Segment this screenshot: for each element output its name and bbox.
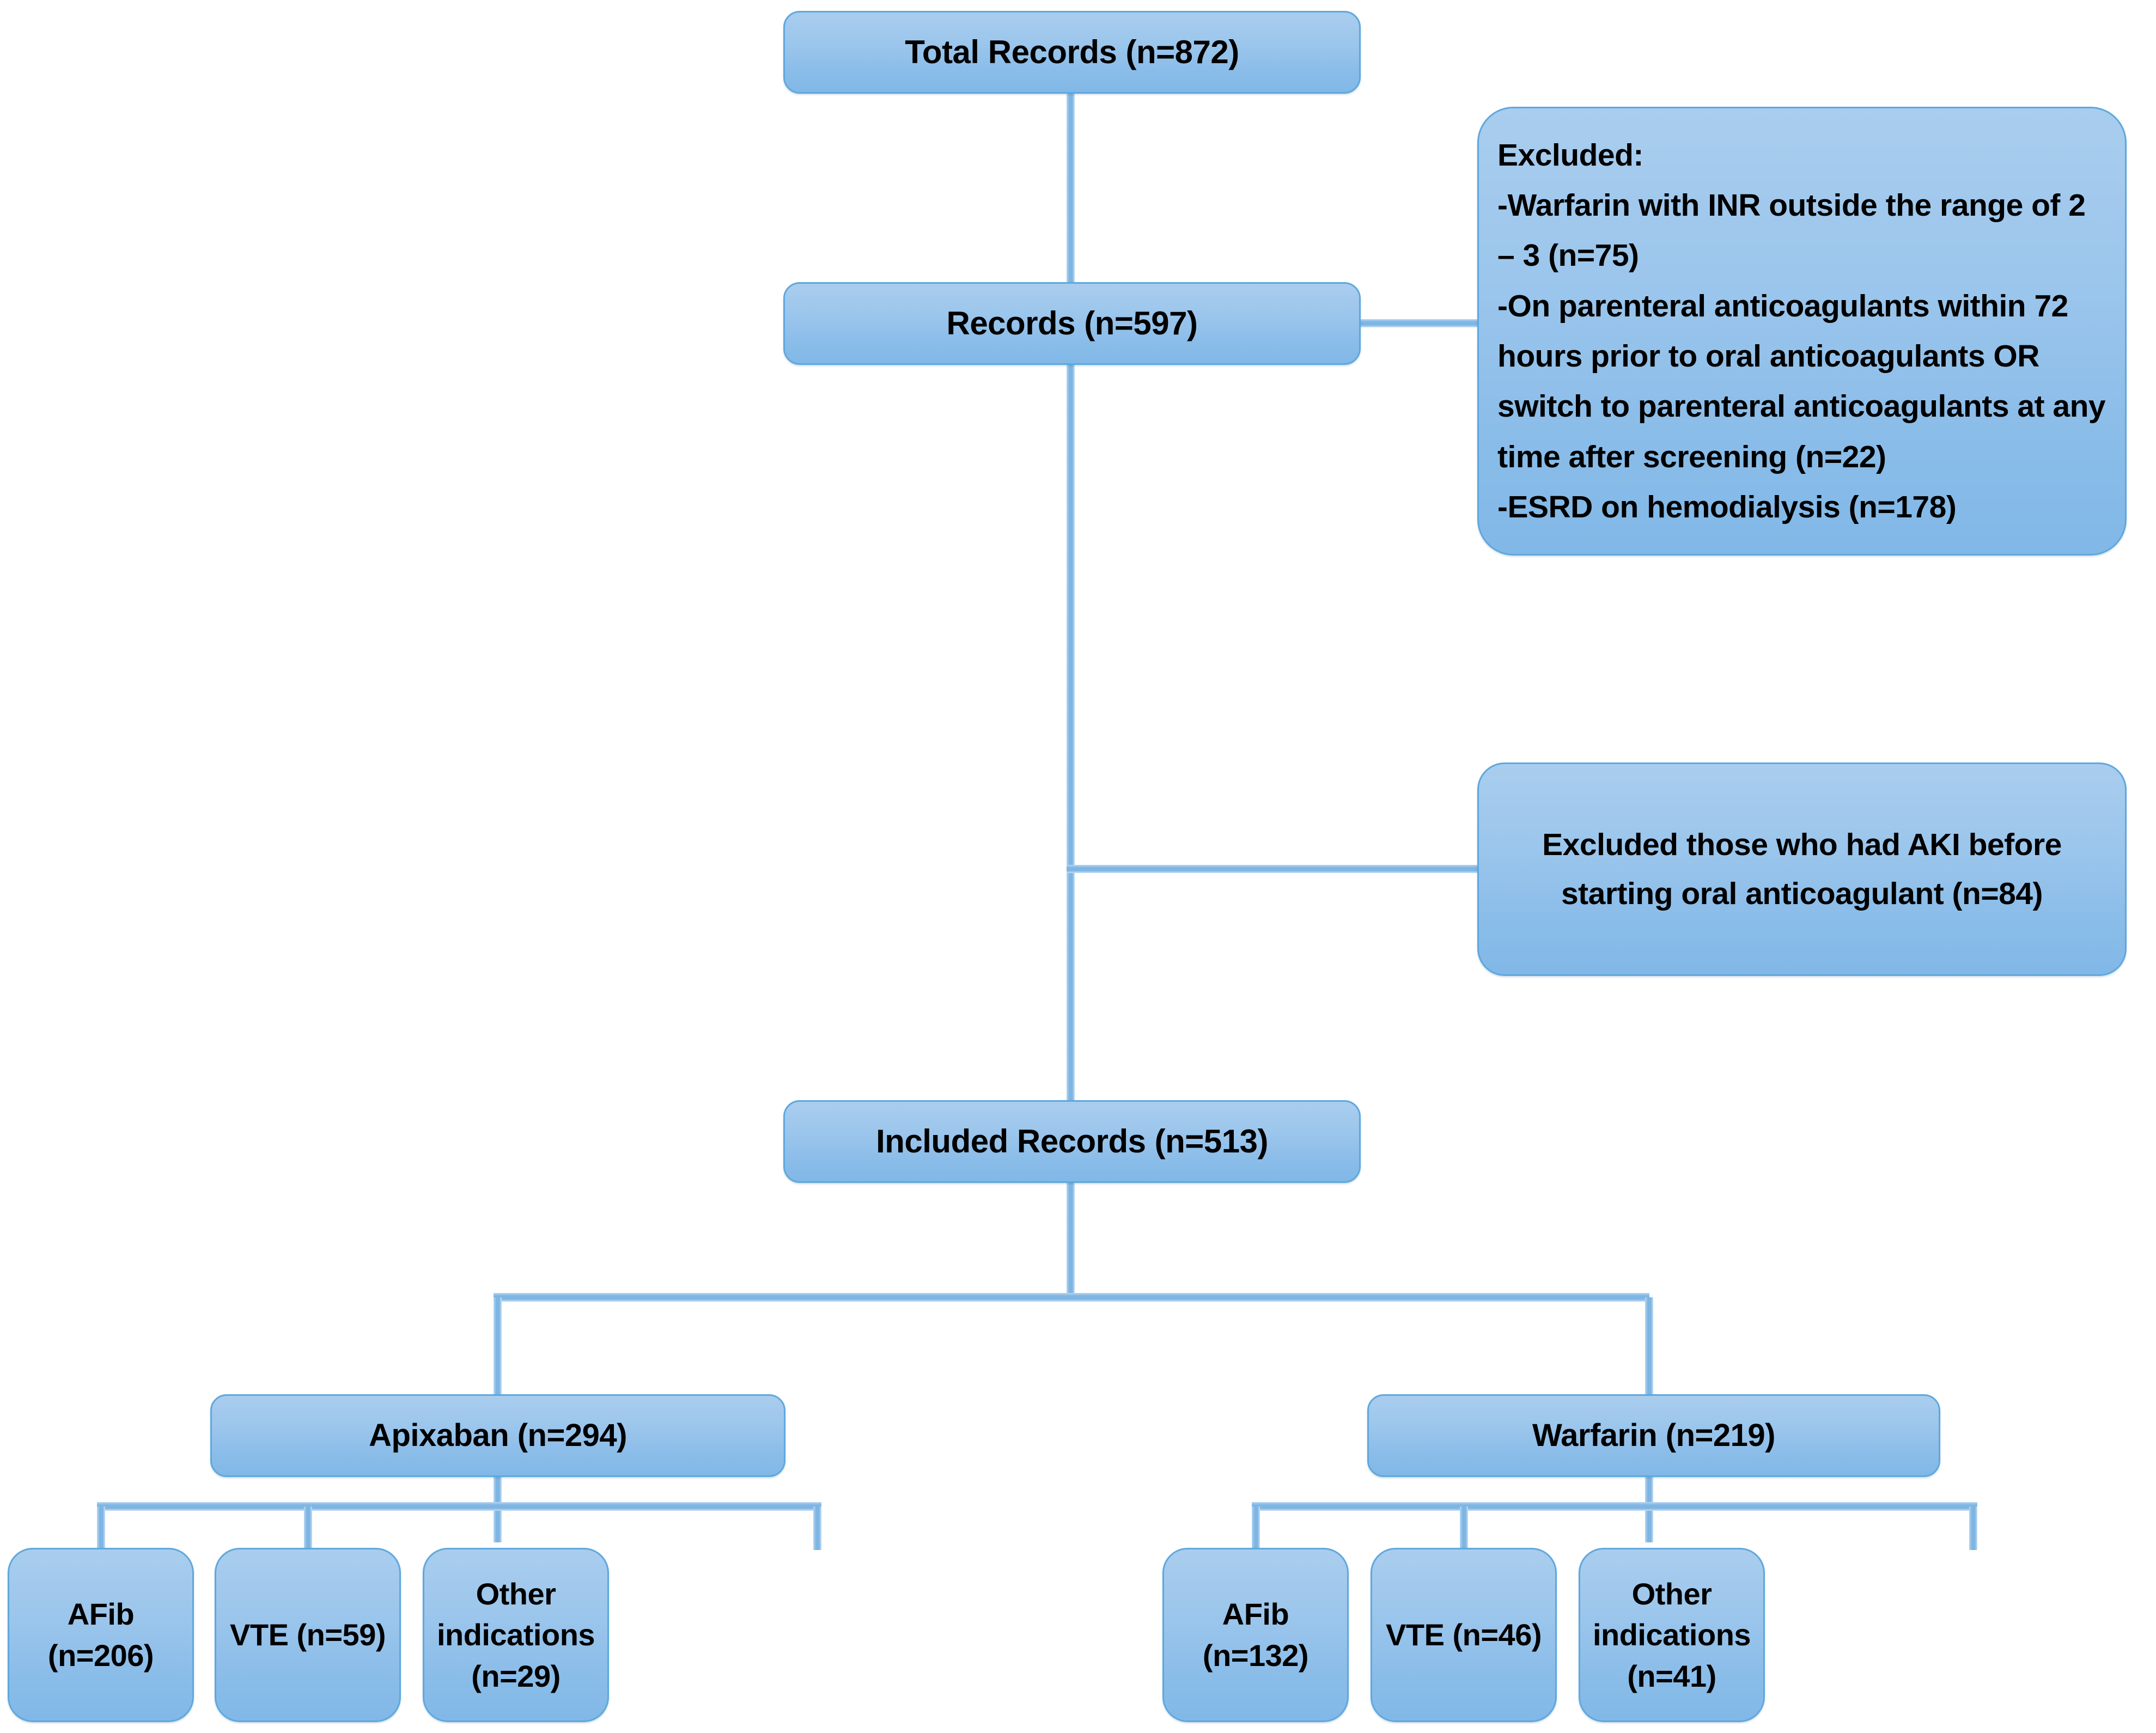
node-apixaban-vte-label: VTE (n=59) <box>230 1618 386 1652</box>
node-included-records-label: Included Records (n=513) <box>876 1123 1268 1160</box>
connector-warfarin-to-afib <box>1252 1506 1260 1550</box>
node-warfarin-afib[interactable]: AFib (n=132) <box>1162 1548 1349 1722</box>
node-apixaban-label: Apixaban (n=294) <box>369 1417 627 1453</box>
connector-apixaban-down <box>494 1477 502 1542</box>
node-apixaban[interactable]: Apixaban (n=294) <box>210 1394 785 1477</box>
node-warfarin-label: Warfarin (n=219) <box>1532 1417 1775 1453</box>
node-warfarin-other[interactable]: Other indications (n=41) <box>1579 1548 1765 1722</box>
node-warfarin-vte[interactable]: VTE (n=46) <box>1371 1548 1557 1722</box>
connector-warfarin-split-bar <box>1252 1502 1977 1511</box>
connector-warfarin-to-vte <box>1460 1506 1468 1550</box>
connector-apixaban-to-other <box>813 1506 821 1550</box>
node-total-records[interactable]: Total Records (n=872) <box>783 11 1361 94</box>
node-apixaban-other[interactable]: Other indications (n=29) <box>423 1548 609 1722</box>
node-apixaban-afib-label: AFib (n=206) <box>47 1597 154 1673</box>
connector-records-to-excluded <box>1361 319 1478 327</box>
connector-records-to-included <box>1067 365 1075 1101</box>
node-warfarin-afib-label: AFib (n=132) <box>1202 1597 1309 1673</box>
node-apixaban-vte[interactable]: VTE (n=59) <box>215 1548 401 1722</box>
connector-down-to-apixaban <box>494 1297 502 1396</box>
node-excluded-criteria[interactable]: Excluded: -Warfarin with INR outside the… <box>1477 107 2127 556</box>
connector-apixaban-to-afib <box>97 1506 105 1550</box>
connector-warfarin-to-other <box>1969 1506 1977 1550</box>
connector-arms-horizontal <box>494 1293 1649 1302</box>
node-excluded-aki-label: Excluded those who had AKI before starti… <box>1542 827 2062 911</box>
node-records[interactable]: Records (n=597) <box>783 282 1361 365</box>
node-warfarin[interactable]: Warfarin (n=219) <box>1367 1394 1940 1477</box>
connector-apixaban-split-bar <box>97 1502 821 1511</box>
node-included-records[interactable]: Included Records (n=513) <box>783 1100 1361 1183</box>
node-warfarin-other-label: Other indications (n=41) <box>1592 1576 1751 1693</box>
connector-spine-to-aki <box>1067 865 1479 873</box>
connector-included-down <box>1067 1183 1075 1297</box>
node-apixaban-other-label: Other indications (n=29) <box>436 1576 595 1693</box>
connector-total-to-records <box>1067 94 1075 283</box>
node-apixaban-afib[interactable]: AFib (n=206) <box>8 1548 194 1722</box>
connector-warfarin-down <box>1645 1477 1653 1542</box>
connector-down-to-warfarin <box>1645 1297 1653 1396</box>
node-records-label: Records (n=597) <box>946 305 1198 342</box>
node-total-records-label: Total Records (n=872) <box>905 34 1239 71</box>
node-warfarin-vte-label: VTE (n=46) <box>1386 1618 1542 1652</box>
connector-apixaban-to-vte <box>304 1506 312 1550</box>
node-excluded-aki[interactable]: Excluded those who had AKI before starti… <box>1477 762 2127 976</box>
node-excluded-criteria-label: Excluded: -Warfarin with INR outside the… <box>1497 137 2106 524</box>
